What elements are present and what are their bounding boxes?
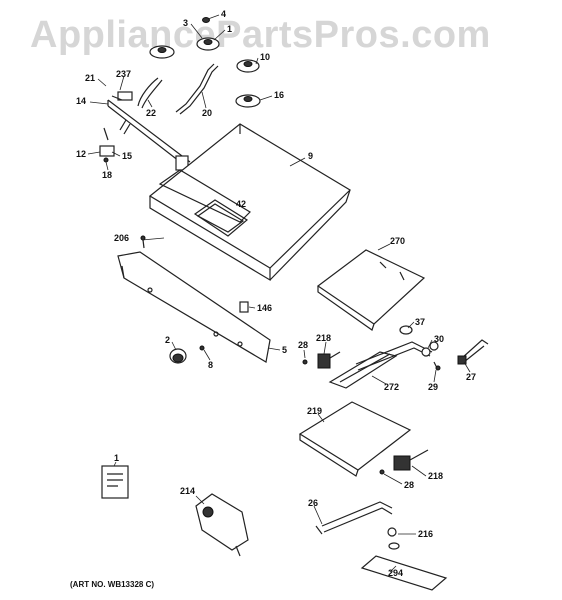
label-4[interactable]: 4 [221, 9, 226, 19]
label-18[interactable]: 18 [102, 170, 112, 180]
label-15[interactable]: 15 [122, 151, 132, 161]
burner-3[interactable] [196, 37, 220, 51]
label-37[interactable]: 37 [415, 317, 425, 327]
label-270[interactable]: 270 [390, 236, 405, 246]
burner-tube-22[interactable] [137, 77, 163, 109]
label-10[interactable]: 10 [260, 52, 270, 62]
burner-left-rear[interactable] [149, 45, 175, 59]
label-29[interactable]: 29 [428, 382, 438, 392]
label-214[interactable]: 214 [180, 486, 195, 496]
label-237[interactable]: 237 [116, 69, 131, 79]
label-42[interactable]: 42 [236, 199, 246, 209]
label-28-upper[interactable]: 28 [298, 340, 308, 350]
manifold-panel-5[interactable] [117, 251, 271, 363]
label-206[interactable]: 206 [114, 233, 129, 243]
label-1-manual[interactable]: 1 [114, 453, 119, 463]
label-9[interactable]: 9 [308, 151, 313, 161]
fitting-29[interactable] [433, 361, 441, 371]
label-12[interactable]: 12 [76, 149, 86, 159]
literature-1[interactable] [101, 465, 129, 499]
clip-146[interactable] [239, 301, 249, 313]
label-30[interactable]: 30 [434, 334, 444, 344]
label-27[interactable]: 27 [466, 372, 476, 382]
label-294[interactable]: 294 [388, 568, 403, 578]
valve-12-15[interactable] [99, 127, 115, 163]
burner-box-9[interactable] [148, 123, 351, 282]
burner-tube-30[interactable] [355, 341, 439, 371]
igniter-218-lower[interactable] [393, 449, 429, 471]
part-labels: 4 3 1 10 21 237 22 20 16 14 9 12 15 18 4… [76, 9, 476, 578]
label-20[interactable]: 20 [202, 108, 212, 118]
burner-tube-26[interactable] [315, 501, 393, 535]
heat-shield-270[interactable] [316, 249, 426, 331]
label-5[interactable]: 5 [282, 345, 287, 355]
screw-28-upper[interactable] [302, 359, 308, 365]
thermostat-214[interactable] [195, 493, 249, 557]
burner-tube-20[interactable] [175, 63, 219, 115]
bake-shield-219[interactable] [298, 401, 412, 477]
igniter-218-upper[interactable] [317, 351, 341, 369]
burner-10[interactable] [236, 59, 260, 73]
label-16[interactable]: 16 [274, 90, 284, 100]
label-218-lower[interactable]: 218 [428, 471, 443, 481]
orifice-27[interactable] [457, 339, 489, 365]
fitting-216[interactable] [387, 527, 400, 550]
screw-28-lower[interactable] [379, 469, 385, 475]
label-216[interactable]: 216 [418, 529, 433, 539]
label-1-top[interactable]: 1 [227, 24, 232, 34]
bracket-294[interactable] [360, 555, 448, 591]
label-218-upper[interactable]: 218 [316, 333, 331, 343]
burner-16[interactable] [235, 94, 261, 108]
label-21[interactable]: 21 [85, 73, 95, 83]
leader-lines [87, 14, 471, 573]
art-number: (ART NO. WB13328 C) [70, 580, 155, 589]
manifold-14[interactable] [107, 91, 191, 171]
label-28-lower[interactable]: 28 [404, 480, 414, 490]
label-8[interactable]: 8 [208, 360, 213, 370]
label-272[interactable]: 272 [384, 382, 399, 392]
screw-8[interactable] [199, 345, 205, 351]
label-22[interactable]: 22 [146, 108, 156, 118]
label-219[interactable]: 219 [307, 406, 322, 416]
screw-206[interactable] [140, 235, 146, 249]
cap-37[interactable] [399, 325, 413, 335]
label-146[interactable]: 146 [257, 303, 272, 313]
watermark-text: AppliancePartsPros.com [30, 14, 491, 56]
knob-2[interactable] [169, 348, 187, 364]
label-2[interactable]: 2 [165, 335, 170, 345]
label-14[interactable]: 14 [76, 96, 86, 106]
label-3[interactable]: 3 [183, 18, 188, 28]
cap-4[interactable] [202, 17, 210, 23]
label-26[interactable]: 26 [308, 498, 318, 508]
